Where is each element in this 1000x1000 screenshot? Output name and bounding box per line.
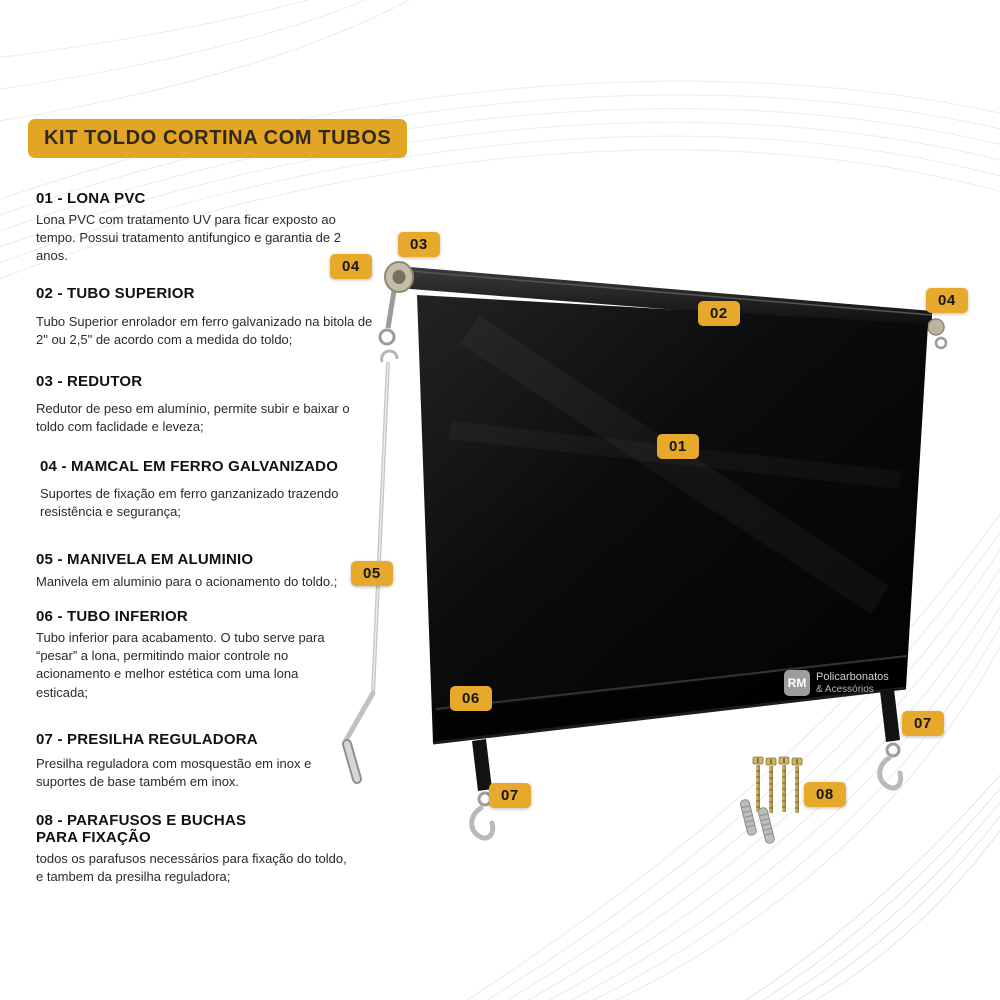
item-heading: 05 - MANIVELA EM ALUMINIO [36,551,254,568]
item-mamcal: 04 - MAMCAL EM FERRO GALVANIZADO Suporte… [40,458,360,521]
callout-badge-07-right: 07 [902,711,944,736]
brand-line2: & Acessórios [816,683,874,695]
item-body: Redutor de peso em alumínio, permite sub… [36,401,350,435]
reducer-and-left-bracket [378,261,414,346]
item-body: Tubo Superior enrolador em ferro galvani… [36,314,373,348]
item-body: Presilha reguladora com mosquestão em in… [36,756,312,790]
item-parafusos: 08 - PARAFUSOS E BUCHAS PARA FIXAÇÃO tod… [36,812,356,886]
callout-badge-05: 05 [351,561,393,586]
screws-and-anchors [739,756,803,845]
callout-badge-04-right: 04 [926,288,968,313]
callout-badge-06: 06 [450,686,492,711]
item-lona-pvc: 01 - LONA PVC Lona PVC com tratamento UV… [36,190,366,266]
callout-badge-02: 02 [698,301,740,326]
item-heading: 02 - TUBO SUPERIOR [36,285,195,302]
item-body: Lona PVC com tratamento UV para ficar ex… [36,212,341,264]
item-heading: 01 - LONA PVC [36,190,146,207]
brand-line1: Policarbonatos [816,670,889,683]
item-redutor: 03 - REDUTOR Redutor de peso em alumínio… [36,373,366,436]
brand-initials: RM [787,676,807,690]
item-manivela: 05 - MANIVELA EM ALUMINIO Manivela em al… [36,551,371,591]
right-strap-clasp [877,689,904,791]
item-heading: 08 - PARAFUSOS E BUCHAS PARA FIXAÇÃO [36,812,247,846]
item-tubo-inferior: 06 - TUBO INFERIOR Tubo inferior para ac… [36,608,348,702]
item-heading: 06 - TUBO INFERIOR [36,608,188,625]
right-bracket [927,318,948,350]
item-heading: 03 - REDUTOR [36,373,143,390]
item-body: Tubo inferior para acabamento. O tubo se… [36,630,325,700]
item-heading: 04 - MAMCAL EM FERRO GALVANIZADO [40,458,339,475]
callout-badge-03: 03 [398,232,440,257]
item-heading: 07 - PRESILHA REGULADORA [36,731,258,748]
page-title: KIT TOLDO CORTINA COM TUBOS [28,119,408,158]
item-tubo-superior: 02 - TUBO SUPERIOR Tubo Superior enrolad… [36,285,374,349]
brand-watermark: RM Policarbonatos & Acessórios [784,670,889,696]
item-body: Manivela em aluminio para o acionamento … [36,574,338,589]
roller-tube [397,266,933,330]
item-body: Suportes de fixação em ferro ganzanizado… [40,486,339,520]
callout-badge-07-bottom: 07 [489,783,531,808]
item-body: todos os parafusos necessários para fixa… [36,851,347,885]
callout-badge-01: 01 [657,434,699,459]
callout-badge-08: 08 [804,782,846,807]
crank-handle [342,349,399,784]
item-presilha: 07 - PRESILHA REGULADORA Presilha regula… [36,731,356,791]
callout-badge-04-left: 04 [330,254,372,279]
brand-logo: RM [784,670,810,696]
